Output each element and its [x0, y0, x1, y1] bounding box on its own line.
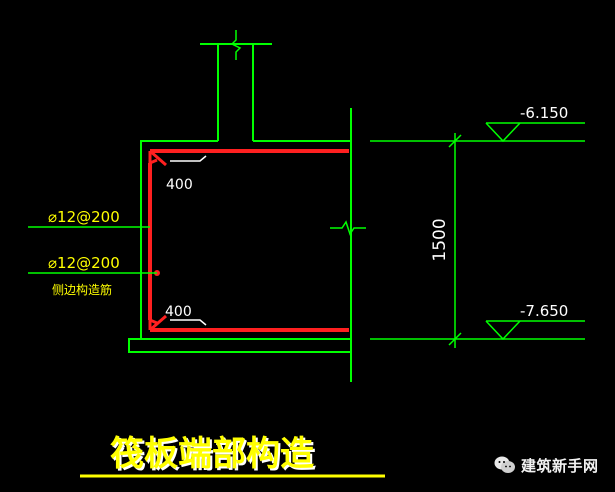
height-dimension-label: 1500 — [430, 218, 450, 261]
bottom-anchorage-bend — [149, 314, 167, 332]
wechat-icon — [494, 456, 515, 473]
elevation-bottom-label: -7.650 — [520, 302, 568, 320]
cushion-layer — [128, 338, 351, 353]
concrete-outline — [128, 43, 352, 382]
dimension-tick-top — [448, 134, 462, 148]
top-anchorage-bend — [149, 149, 167, 167]
top-anchorage-label: 400 — [166, 177, 193, 193]
elevation-bottom-marker — [470, 320, 585, 341]
top-rebar-hook — [148, 151, 158, 166]
elevation-top-triangle — [485, 122, 521, 143]
elevation-bottom-triangle — [485, 320, 521, 341]
anchorage-dimension-lines — [170, 155, 207, 326]
drawing-title: 筏板端部构造 — [110, 434, 314, 474]
top-anchorage-line — [170, 155, 207, 162]
drawing-title-block: 筏板端部构造 筏板端部构造 — [80, 434, 385, 478]
dimension-tick-bottom — [448, 332, 462, 346]
elevation-top-label: -6.150 — [520, 104, 568, 122]
rebar-callouts: ⌀12@200 ⌀12@200 侧边构造筋 — [28, 208, 157, 297]
bottom-anchorage-line — [170, 319, 207, 326]
bottom-anchorage-label: 400 — [165, 304, 192, 320]
bottom-rebar-hook — [148, 317, 158, 330]
elevation-top-marker — [470, 122, 585, 143]
break-symbols — [230, 30, 366, 236]
callout-1-label: ⌀12@200 — [48, 208, 120, 226]
watermark: 建筑新手网 — [494, 452, 599, 478]
drawing-title-shadow: 筏板端部构造 — [112, 436, 316, 476]
raft-break-symbol — [330, 220, 366, 236]
height-dimension — [370, 133, 470, 348]
callout-2-label: ⌀12@200 — [48, 254, 120, 272]
wall-break-symbol — [230, 30, 242, 60]
side-rebar-note: 侧边构造筋 — [52, 282, 112, 297]
watermark-text: 建筑新手网 — [521, 456, 599, 475]
raft-edge-outline — [140, 140, 351, 340]
rebar-group — [148, 149, 349, 332]
